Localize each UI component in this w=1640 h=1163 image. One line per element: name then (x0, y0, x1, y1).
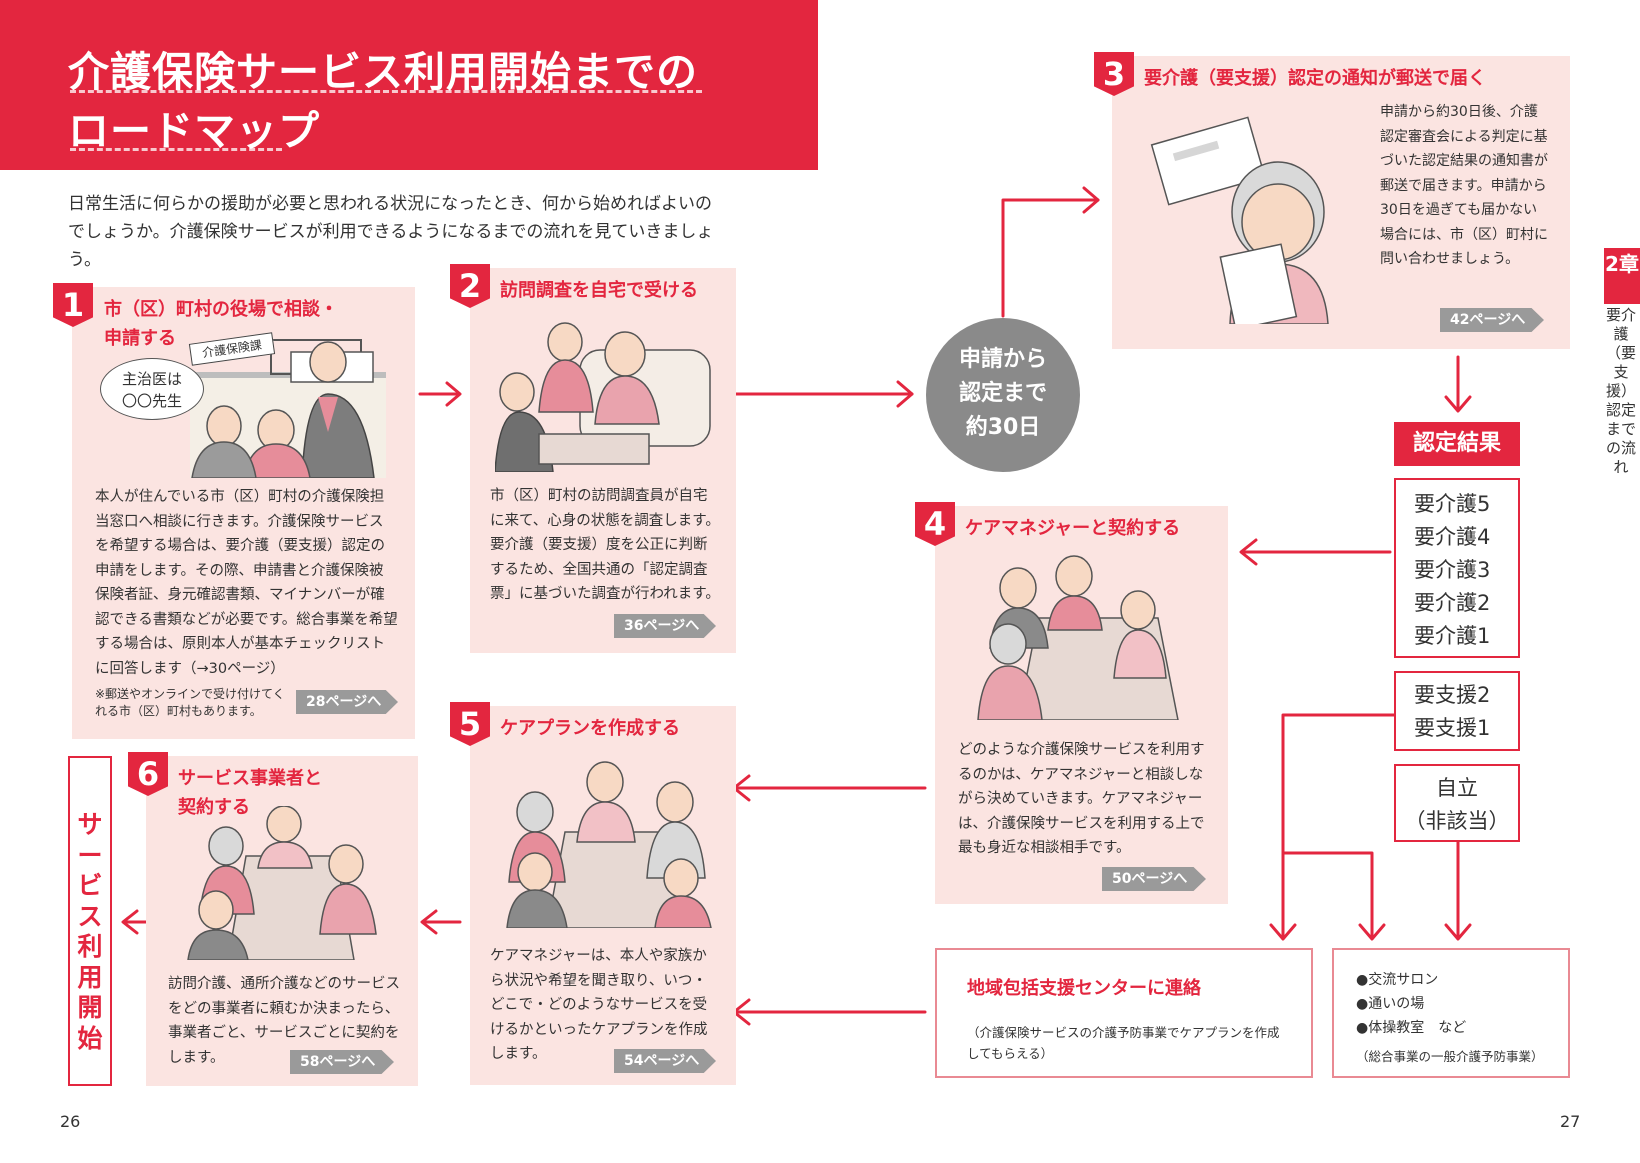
community-center-sub: （介護保険サービスの介護予防事業でケアプランを作成してもらえる） (967, 1025, 1280, 1061)
page-ref-link[interactable]: 28ページへ (296, 690, 398, 714)
care-level: 要介護1 (1414, 624, 1491, 648)
community-center-title: 地域包括支援センターに連絡 (967, 978, 1201, 999)
activity-note: （総合事業の一般介護予防事業） (1356, 1049, 1544, 1064)
step-4-title: ケアマネジャーと契約する (965, 518, 1181, 539)
care-plan-illustration (506, 761, 712, 928)
step-3-body: 申請から約30日後、介護認定審査会による判定に基づいた認定結果の通知書が郵送で届… (1380, 104, 1548, 267)
bubble-line: 主治医は (121, 370, 182, 388)
step-3-panel (1112, 56, 1570, 349)
step-5-title: ケアプランを作成する (500, 718, 680, 739)
title-banner: 介護保険サービス利用開始までの ロードマップ (0, 0, 818, 170)
page-ref-link[interactable]: 42ページへ (1440, 308, 1544, 332)
page-ref-link[interactable]: 54ページへ (614, 1049, 716, 1073)
result-heading: 認定結果 (1394, 422, 1520, 466)
consultation-illustration (190, 339, 386, 478)
chapter-side-text: 要介護（要支援）認定までの流れ (1606, 306, 1637, 476)
step-number: 5 (450, 702, 490, 746)
step-1-body: 本人が住んでいる市（区）町村の介護保険担当窓口へ相談に行きます。介護保険サービス… (95, 489, 398, 677)
page-number-left: 26 (60, 1112, 81, 1131)
intro-text: 日常生活に何らかの援助が必要と思われる状況になったとき、何から始めればよいのでし… (68, 194, 714, 270)
support-levels-box: 要支援2 要支援1 (1394, 671, 1520, 751)
step-number: 3 (1094, 52, 1134, 96)
step-number: 2 (450, 264, 490, 308)
circle-line: 申請から (958, 347, 1047, 372)
community-center-box: 地域包括支援センターに連絡 （介護保険サービスの介護予防事業でケアプランを作成し… (935, 948, 1313, 1078)
step-4-body: どのような介護保険サービスを利用するのかは、ケアマネジャーと相談しながら決めてい… (958, 742, 1205, 856)
page-number-right: 27 (1560, 1112, 1581, 1131)
page-ref-link[interactable]: 58ページへ (290, 1050, 394, 1074)
support-level: 要支援1 (1414, 716, 1491, 740)
step-2-title: 訪問調査を自宅で受ける (500, 280, 698, 301)
chapter-label: 2章 (1605, 252, 1639, 276)
title-underline (70, 148, 282, 151)
step-5-body: ケアマネジャーは、本人や家族から状況や希望を聞き取り、いつ・どこで・どのようなサ… (490, 948, 708, 1062)
step-1-title: 市（区）町村の役場で相談・ 申請する (104, 295, 338, 353)
independent-line: （非該当） (1404, 809, 1510, 833)
step-title-line: 市（区）町村の役場で相談・ (104, 299, 338, 320)
activity-item: ●交流サロン (1356, 972, 1439, 988)
step-title-line: サービス事業者と (178, 768, 322, 789)
step-1-note: ※郵送やオンラインで受け付けてくれる市（区）町村もあります。 (95, 687, 285, 718)
care-level: 要介護5 (1414, 492, 1491, 516)
activity-item: ●通いの場 (1356, 996, 1425, 1012)
step-6-title: サービス事業者と 契約する (178, 764, 322, 822)
contract-illustration (187, 806, 377, 960)
activity-item: ●体操教室 など (1356, 1020, 1467, 1036)
step-3-title: 要介護（要支援）認定の通知が郵送で届く (1144, 68, 1486, 89)
circle-line: 認定まで (958, 381, 1047, 406)
step-title-line: 契約する (178, 797, 250, 818)
step-number: 1 (53, 283, 93, 327)
service-start-label: サービス利用開始 (68, 756, 112, 1086)
care-level: 要介護2 (1414, 591, 1491, 615)
independent-box: 自立 （非該当） (1394, 764, 1520, 842)
independent-line: 自立 (1436, 776, 1478, 800)
duration-circle: 申請から 認定まで 約30日 (926, 318, 1080, 472)
support-level: 要支援2 (1414, 683, 1491, 707)
care-manager-illustration (977, 555, 1179, 720)
step-title-line: 申請する (104, 328, 176, 349)
preventive-activities-box: ●交流サロン ●通いの場 ●体操教室 など （総合事業の一般介護予防事業） (1332, 948, 1570, 1078)
activity-list: ●交流サロン ●通いの場 ●体操教室 など (1356, 968, 1466, 1040)
care-level: 要介護4 (1414, 525, 1491, 549)
title-underline (70, 90, 702, 93)
chapter-tab: 2章 (1604, 248, 1640, 304)
notice-letter-illustration (1150, 116, 1329, 324)
speech-bubble: 主治医は 〇〇先生 (100, 358, 204, 420)
care-level: 要介護3 (1414, 558, 1491, 582)
step-6-body: 訪問介護、通所介護などのサービスをどの事業者に頼むか決まったら、事業者ごと、サー… (168, 976, 400, 1066)
care-levels-box: 要介護5 要介護4 要介護3 要介護2 要介護1 (1394, 478, 1520, 658)
page-title-line1: 介護保険サービス利用開始までの (68, 48, 698, 96)
step-number: 6 (128, 752, 168, 796)
page-ref-link[interactable]: 36ページへ (614, 614, 716, 638)
home-visit-illustration (495, 322, 711, 472)
bubble-line: 〇〇先生 (121, 392, 182, 410)
page-title-line2: ロードマップ (68, 107, 320, 155)
step-2-body: 市（区）町村の訪問調査員が自宅に来て、心身の状態を調査します。要介護（要支援）度… (490, 488, 720, 602)
page-ref-link[interactable]: 50ページへ (1102, 867, 1206, 891)
step-number: 4 (915, 502, 955, 546)
circle-line: 約30日 (965, 415, 1041, 440)
